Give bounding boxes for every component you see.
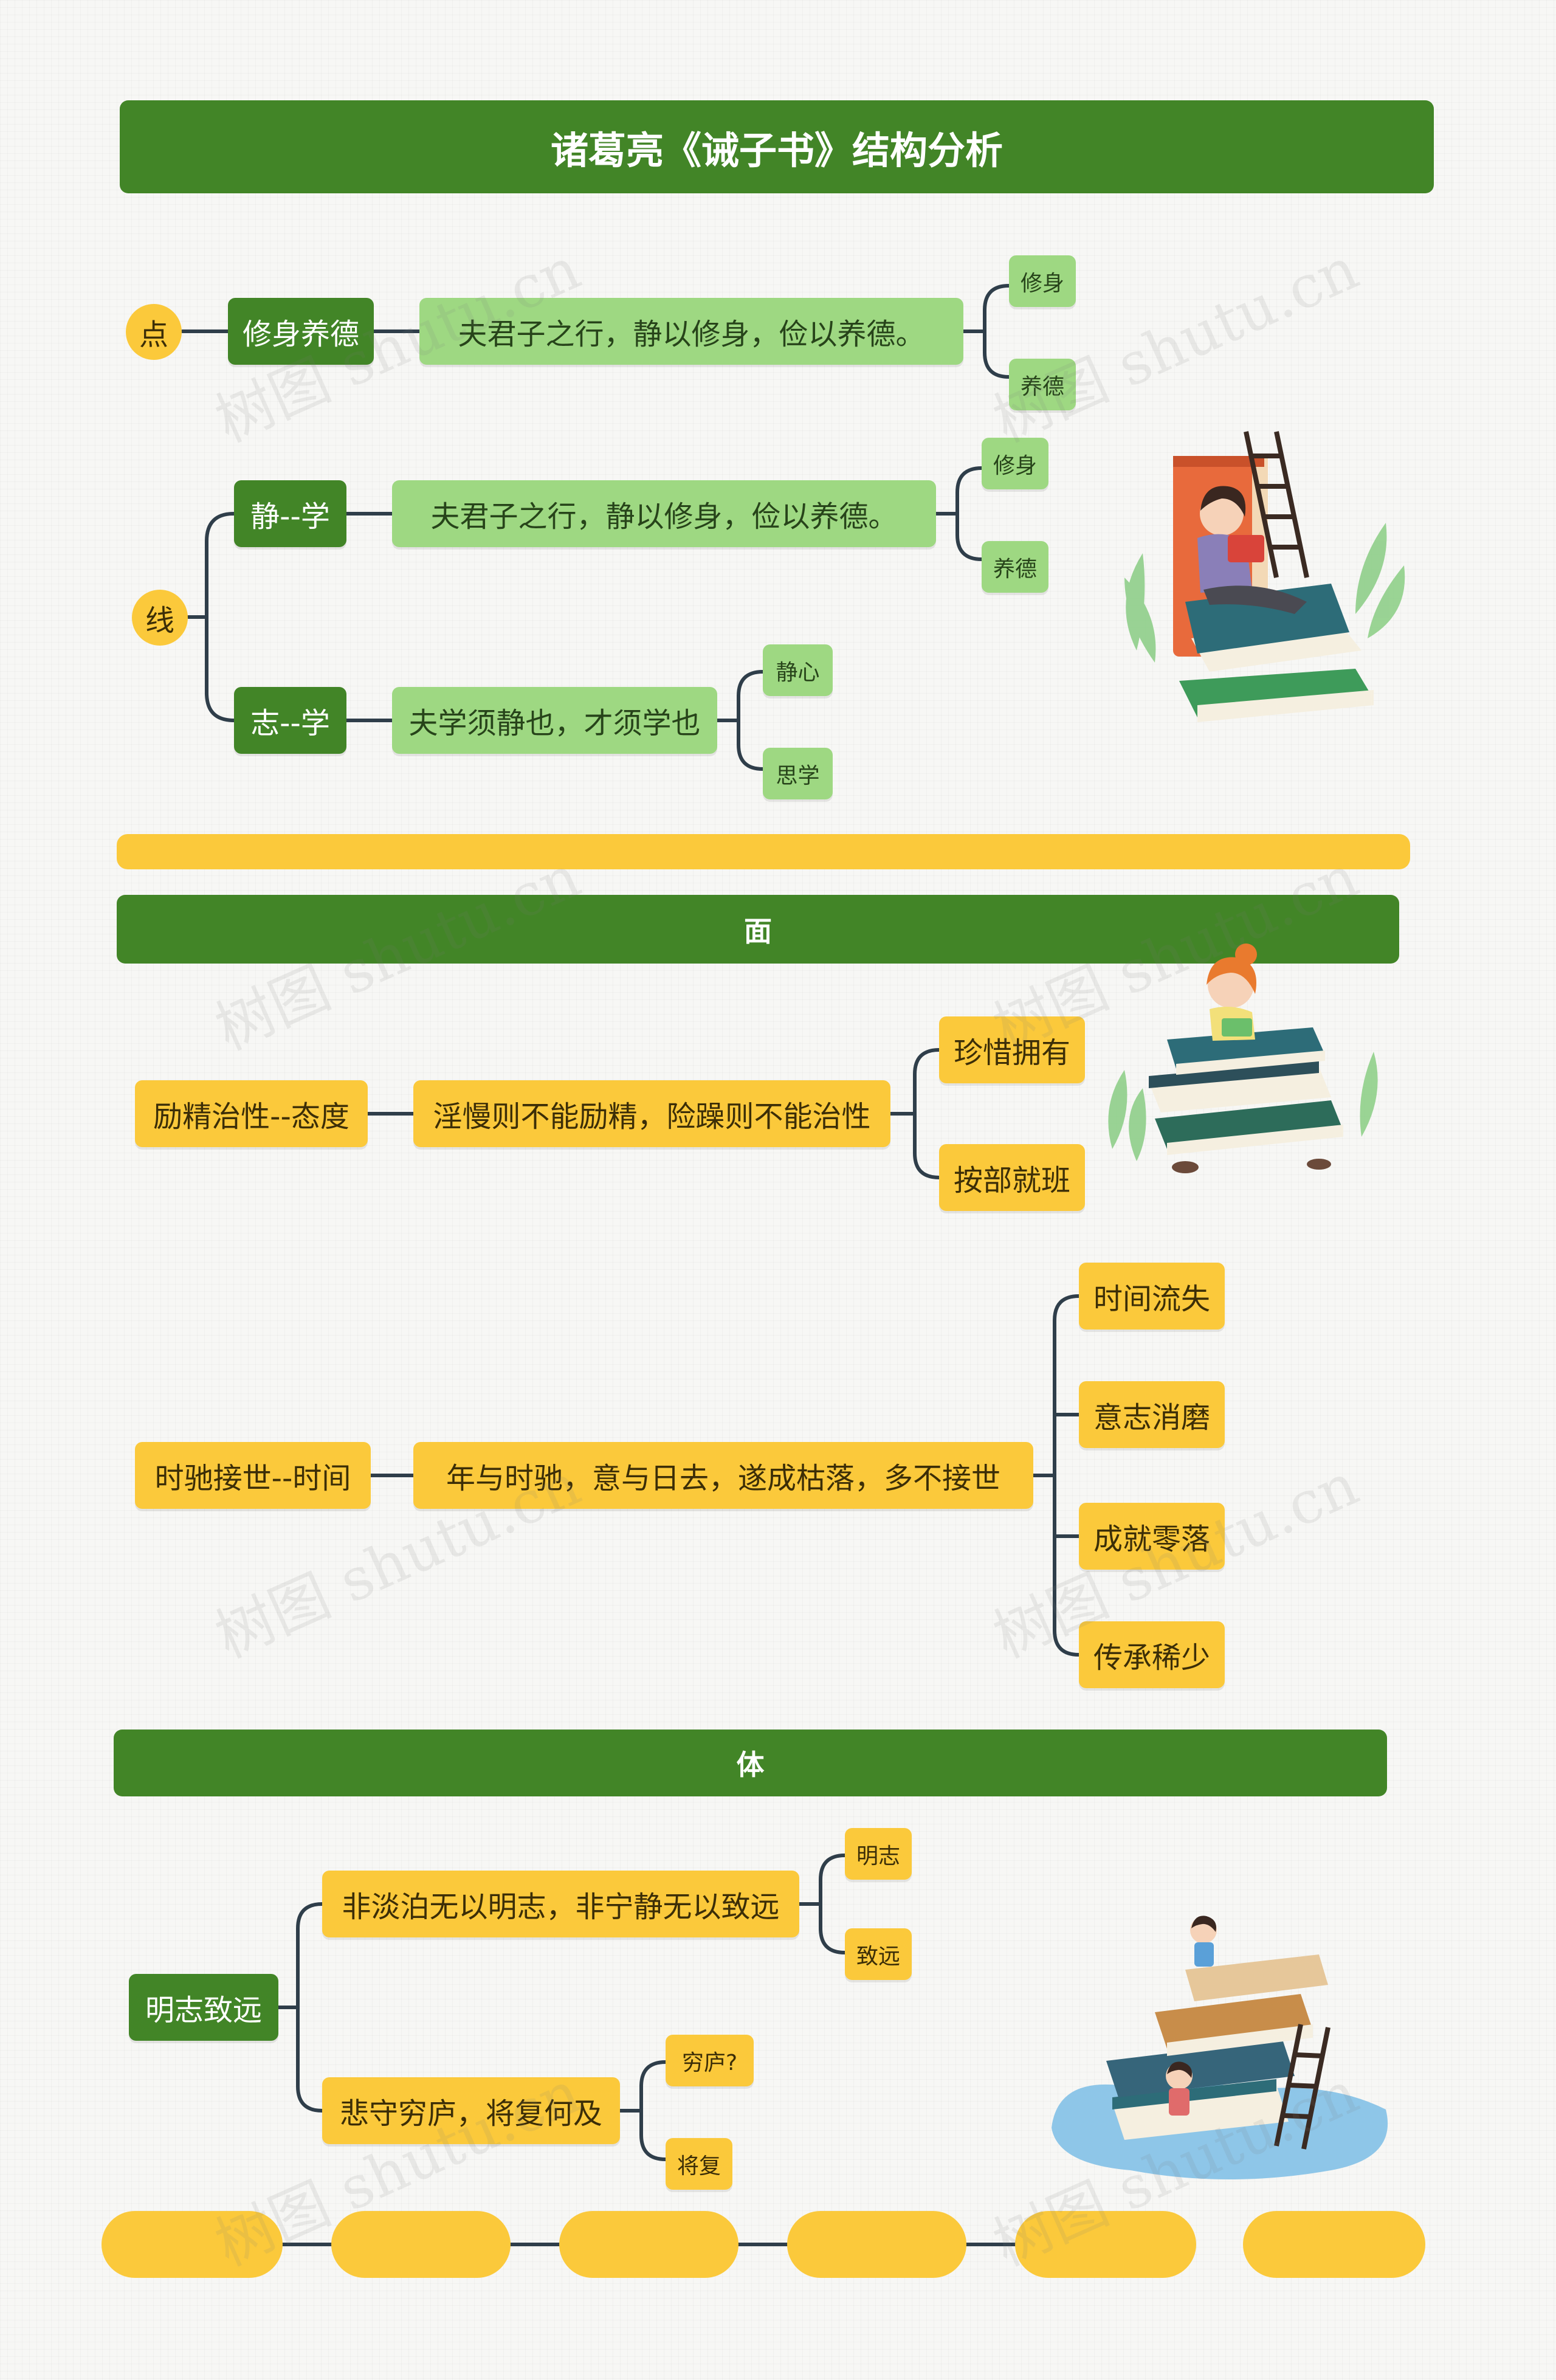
section-header-ti: 体 (114, 1730, 1387, 1796)
bottom-pill-6 (1243, 2211, 1425, 2278)
section-divider-bar (117, 834, 1410, 869)
line-quote-zhi: 夫学须静也，才须学也 (392, 687, 717, 754)
point-leaf-yangde: 养德 (1009, 359, 1076, 410)
time-leaf-xiaomo: 意志消磨 (1079, 1381, 1225, 1448)
attitude-leaf-zhenxi: 珍惜拥有 (939, 1016, 1085, 1083)
line-topic-zhi: 志--学 (234, 687, 346, 754)
kids-books-water-illustration (1052, 1916, 1388, 2179)
attitude-leaf-anbu: 按部就班 (939, 1144, 1085, 1211)
section-header-mian: 面 (117, 895, 1399, 964)
bottom-pill-2 (331, 2211, 511, 2278)
time-leaf-liushi: 时间流失 (1079, 1263, 1225, 1330)
time-leaf-xishao: 传承稀少 (1079, 1621, 1225, 1688)
mingzhi-topic: 明志致远 (129, 1974, 278, 2041)
bottom-pill-3 (559, 2211, 738, 2278)
mingzhi-leaf-mingzhi: 明志 (845, 1828, 912, 1880)
bottom-pill-5 (1015, 2211, 1196, 2278)
bottom-pill-1 (102, 2211, 283, 2278)
line-quote-jing: 夫君子之行，静以修身，俭以养德。 (392, 480, 936, 547)
time-leaf-lingluo: 成就零落 (1079, 1503, 1225, 1570)
mingzhi-leaf-jiangfu: 将复 (666, 2138, 732, 2190)
point-circle: 点 (126, 304, 182, 360)
girl-reading-books-illustration (1124, 431, 1405, 722)
attitude-quote: 淫慢则不能励精，险躁则不能治性 (413, 1080, 890, 1147)
attitude-topic: 励精治性--态度 (135, 1080, 368, 1147)
mingzhi-quote-a: 非淡泊无以明志，非宁静无以致远 (322, 1871, 799, 1937)
bottom-pill-4 (787, 2211, 966, 2278)
time-quote: 年与时驰，意与日去，遂成枯落，多不接世 (413, 1442, 1033, 1509)
point-leaf-xiushen: 修身 (1009, 255, 1076, 307)
line-leaf-xiushen: 修身 (982, 438, 1048, 489)
line-circle: 线 (132, 590, 188, 646)
point-quote: 夫君子之行，静以修身，俭以养德。 (419, 298, 963, 365)
line-leaf-yangde: 养德 (982, 541, 1048, 593)
mingzhi-leaf-zhiyuan: 致远 (845, 1928, 912, 1980)
line-leaf-jingxin: 静心 (763, 644, 833, 696)
mingzhi-leaf-qionglu: 穷庐? (666, 2035, 754, 2086)
point-topic: 修身养德 (228, 298, 374, 365)
line-leaf-sixue: 思学 (763, 748, 833, 799)
mingzhi-quote-b: 悲守穷庐，将复何及 (322, 2077, 620, 2144)
time-topic: 时驰接世--时间 (135, 1442, 371, 1509)
girl-on-books-illustration (1108, 943, 1378, 1173)
line-topic-jing: 静--学 (234, 480, 346, 547)
page-title: 诸葛亮《诫子书》结构分析 (120, 100, 1434, 193)
